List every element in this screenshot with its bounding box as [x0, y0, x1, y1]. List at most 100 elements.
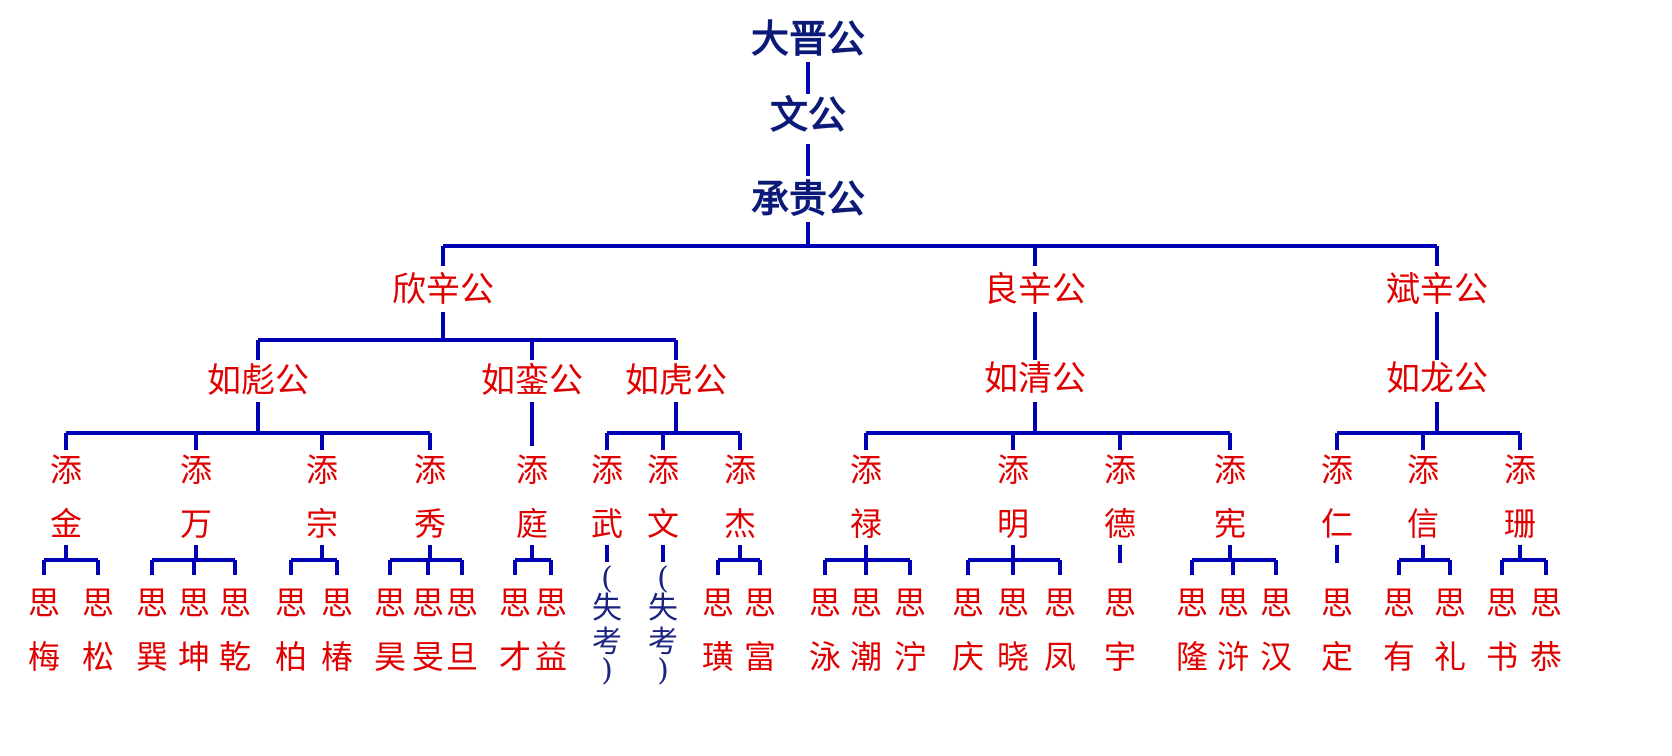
- great-grandson-gen: 思: [446, 584, 478, 622]
- great-grandson-name: 宇: [1104, 638, 1136, 676]
- great-grandson-name: 益: [535, 638, 567, 676]
- grandson-given: 珊: [1504, 505, 1536, 543]
- grandson-surname: 添: [647, 451, 679, 489]
- great-grandson-gen: 思: [1321, 584, 1353, 622]
- great-grandson-name: 富: [744, 638, 776, 676]
- great-grandson-name: 才: [499, 638, 531, 676]
- ancestor-node: 文公: [770, 92, 846, 137]
- unknown-note: 考: [592, 625, 622, 660]
- grandson-surname: 添: [1104, 451, 1136, 489]
- great-grandson-gen: 思: [1434, 584, 1466, 622]
- grandson-surname: 添: [180, 451, 212, 489]
- grandson-surname: 添: [414, 451, 446, 489]
- great-grandson-name: 柏: [275, 638, 307, 676]
- great-grandson-gen: 思: [1176, 584, 1208, 622]
- unknown-note: (: [657, 561, 669, 596]
- unknown-note: ): [601, 653, 613, 688]
- grandson-given: 信: [1407, 505, 1439, 543]
- great-grandson-gen: 思: [275, 584, 307, 622]
- son-node: 如銮公: [481, 361, 583, 401]
- great-grandson-name: 巽: [136, 638, 168, 676]
- great-grandson-name: 晓: [997, 638, 1029, 676]
- great-grandson-gen: 思: [412, 584, 444, 622]
- great-grandson-gen: 思: [1044, 584, 1076, 622]
- branch-node: 良辛公: [984, 270, 1086, 310]
- grandson-given: 杰: [724, 505, 756, 543]
- great-grandson-name: 椿: [321, 638, 353, 676]
- great-grandson-gen: 思: [1260, 584, 1292, 622]
- great-grandson-name: 隆: [1176, 638, 1208, 676]
- great-grandson-name: 璜: [702, 638, 734, 676]
- great-grandson-name: 书: [1486, 638, 1518, 676]
- great-grandson-name: 浒: [1217, 638, 1249, 676]
- unknown-note: ): [657, 653, 669, 688]
- grandson-surname: 添: [1214, 451, 1246, 489]
- great-grandson-name: 礼: [1434, 638, 1466, 676]
- great-grandson-name: 乾: [219, 638, 251, 676]
- grandson-surname: 添: [306, 451, 338, 489]
- unknown-note: 考: [648, 625, 678, 660]
- grandson-given: 宗: [306, 505, 338, 543]
- unknown-note: (: [601, 561, 613, 596]
- grandson-given: 金: [50, 505, 82, 543]
- grandson-given: 万: [180, 505, 212, 543]
- grandson-given: 文: [647, 505, 679, 543]
- grandson-surname: 添: [591, 451, 623, 489]
- great-grandson-gen: 思: [321, 584, 353, 622]
- great-grandson-name: 庆: [952, 638, 984, 676]
- great-grandson-gen: 思: [850, 584, 882, 622]
- grandson-surname: 添: [1504, 451, 1536, 489]
- great-grandson-gen: 思: [702, 584, 734, 622]
- grandson-given: 庭: [516, 505, 548, 543]
- great-grandson-gen: 思: [82, 584, 114, 622]
- great-grandson-name: 泳: [809, 638, 841, 676]
- great-grandson-name: 定: [1321, 638, 1353, 676]
- great-grandson-gen: 思: [178, 584, 210, 622]
- great-grandson-gen: 思: [1383, 584, 1415, 622]
- great-grandson-gen: 思: [374, 584, 406, 622]
- great-grandson-gen: 思: [136, 584, 168, 622]
- great-grandson-gen: 思: [1486, 584, 1518, 622]
- grandson-surname: 添: [997, 451, 1029, 489]
- son-node: 如龙公: [1386, 359, 1488, 399]
- great-grandson-gen: 思: [535, 584, 567, 622]
- great-grandson-gen: 思: [1530, 584, 1562, 622]
- ancestor-node: 大晋公: [751, 16, 865, 61]
- ancestor-node: 承贵公: [751, 176, 865, 221]
- unknown-note: 失: [648, 591, 678, 626]
- grandson-given: 禄: [850, 505, 882, 543]
- son-node: 如清公: [984, 359, 1086, 399]
- grandson-given: 秀: [414, 505, 446, 543]
- grandson-surname: 添: [516, 451, 548, 489]
- son-node: 如彪公: [207, 361, 309, 401]
- branch-node: 欣辛公: [392, 270, 494, 310]
- great-grandson-name: 坤: [178, 638, 210, 676]
- grandson-given: 明: [997, 505, 1029, 543]
- great-grandson-name: 松: [82, 638, 114, 676]
- great-grandson-gen: 思: [28, 584, 60, 622]
- grandson-surname: 添: [50, 451, 82, 489]
- unknown-note: 失: [592, 591, 622, 626]
- great-grandson-gen: 思: [1104, 584, 1136, 622]
- great-grandson-gen: 思: [809, 584, 841, 622]
- great-grandson-name: 旦: [446, 638, 478, 676]
- great-grandson-gen: 思: [952, 584, 984, 622]
- great-grandson-gen: 思: [744, 584, 776, 622]
- grandson-surname: 添: [724, 451, 756, 489]
- great-grandson-gen: 思: [499, 584, 531, 622]
- grandson-given: 宪: [1214, 505, 1246, 543]
- great-grandson-name: 昊: [374, 638, 406, 676]
- great-grandson-name: 恭: [1530, 638, 1562, 676]
- grandson-given: 仁: [1321, 505, 1353, 543]
- great-grandson-name: 旻: [412, 638, 444, 676]
- grandson-surname: 添: [1407, 451, 1439, 489]
- great-grandson-gen: 思: [1217, 584, 1249, 622]
- branch-node: 斌辛公: [1386, 270, 1488, 310]
- great-grandson-name: 泞: [894, 638, 926, 676]
- great-grandson-name: 潮: [850, 638, 882, 676]
- son-node: 如虎公: [625, 361, 727, 401]
- grandson-given: 德: [1104, 505, 1136, 543]
- great-grandson-name: 梅: [28, 638, 60, 676]
